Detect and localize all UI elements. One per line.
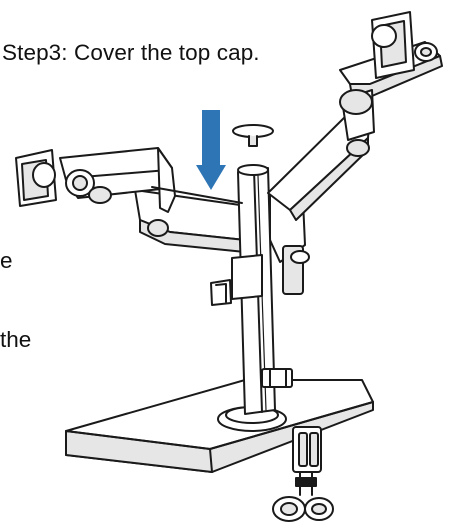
cropped-text-fragment-2: the bbox=[0, 327, 32, 352]
step-caption: Step3: Cover the top cap. bbox=[2, 40, 260, 65]
upper-right-arm bbox=[267, 41, 443, 221]
top-cap-icon bbox=[232, 124, 274, 147]
desk-panel bbox=[65, 379, 374, 473]
pole-handle bbox=[210, 254, 263, 306]
cropped-text-fragment-1: e bbox=[0, 248, 13, 273]
right-vesa-bracket bbox=[371, 11, 438, 79]
desk-clamp bbox=[272, 426, 334, 522]
lower-left-arm bbox=[134, 189, 246, 253]
down-arrow-icon bbox=[196, 110, 226, 190]
left-vesa-bracket bbox=[15, 149, 112, 207]
cable-clip bbox=[261, 368, 293, 388]
